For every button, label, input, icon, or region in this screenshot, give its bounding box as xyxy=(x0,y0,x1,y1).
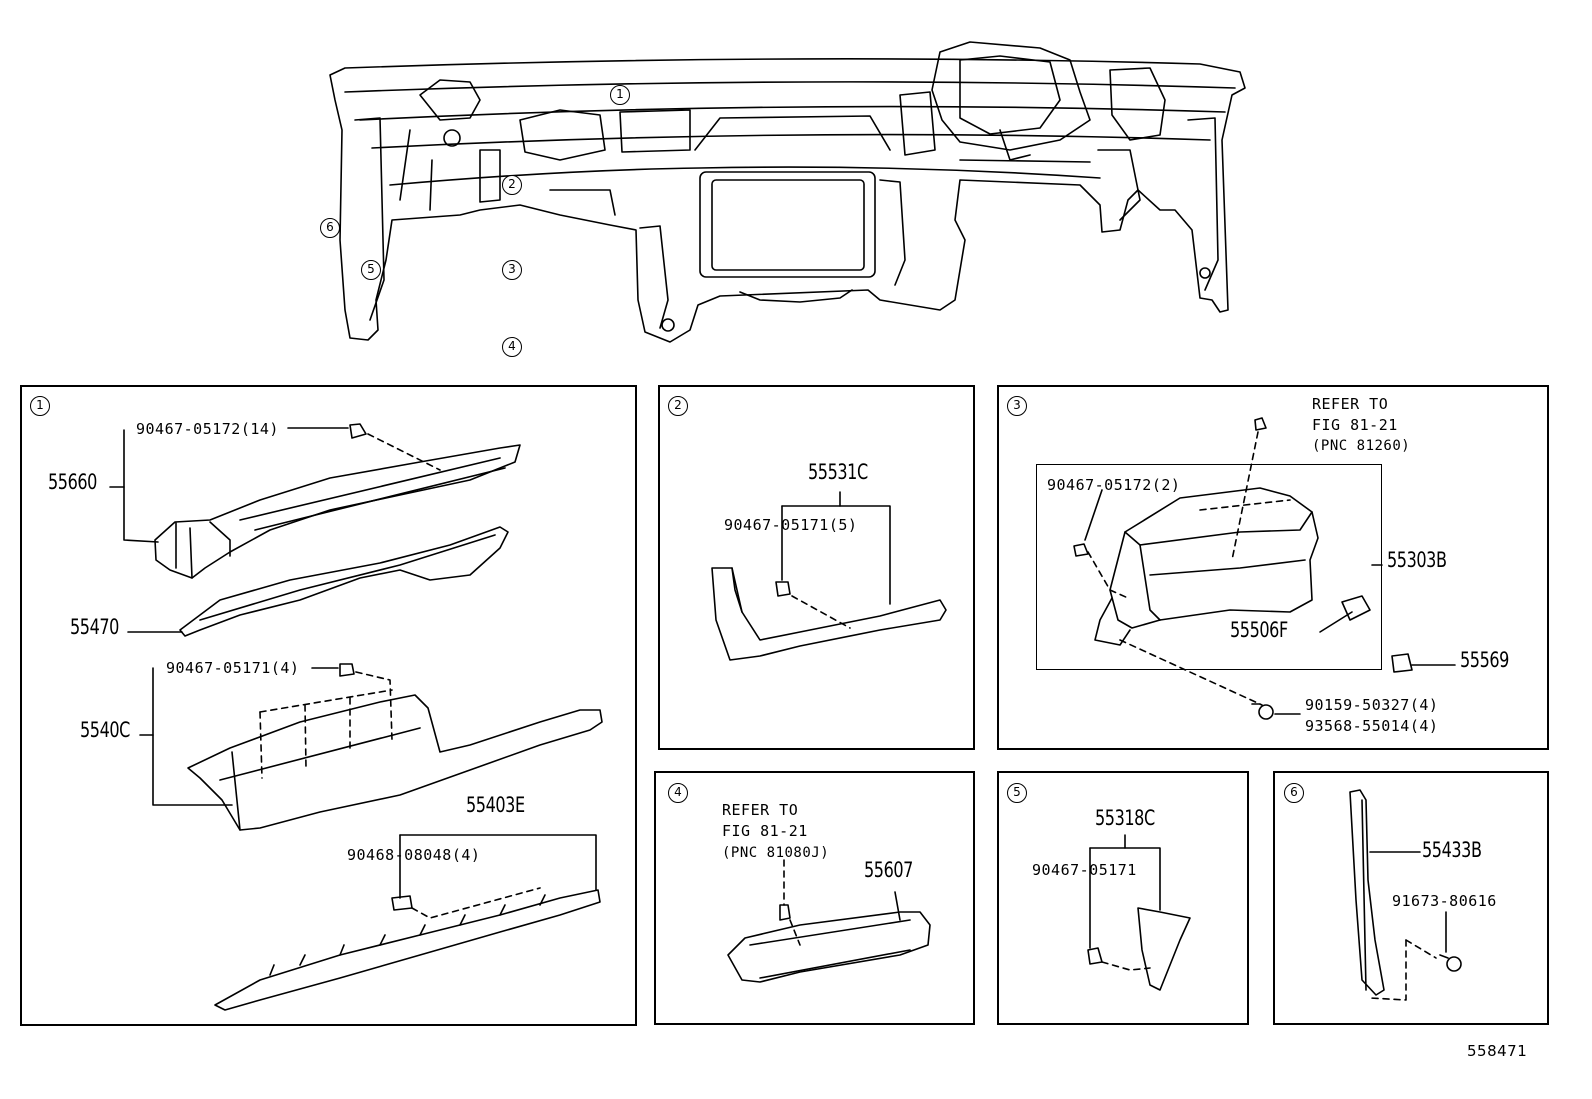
panel-3-drawings xyxy=(1073,417,1456,720)
panel-4-index: 4 xyxy=(668,783,688,803)
label-55506F: 55506F xyxy=(1230,618,1288,642)
panel-3-index: 3 xyxy=(1007,396,1027,416)
panel-1 xyxy=(20,385,637,1026)
label-55531C: 55531C xyxy=(808,460,868,484)
callout-3: 3 xyxy=(502,260,522,280)
label-90467-05171-5: 90467-05171(5) xyxy=(724,516,858,534)
refer-to-line-1: REFER TO xyxy=(722,801,799,819)
callout-4: 4 xyxy=(502,337,522,357)
label-90159-50327-4: 90159-50327(4) xyxy=(1305,696,1439,714)
refer-to-line-2: FIG 81-21 xyxy=(722,822,808,840)
label-90467-05171: 90467-05171 xyxy=(1032,861,1137,879)
callout-1: 1 xyxy=(610,85,630,105)
panel-4-drawings xyxy=(727,859,931,983)
callout-5: 5 xyxy=(361,260,381,280)
label-55569: 55569 xyxy=(1460,648,1509,672)
label-55470: 55470 xyxy=(70,615,119,639)
panel-5 xyxy=(997,771,1249,1025)
label-55318C: 55318C xyxy=(1095,806,1155,830)
panel-2-drawings xyxy=(711,491,947,661)
panel-6-index: 6 xyxy=(1284,783,1304,803)
refer-to-line-2: FIG 81-21 xyxy=(1312,416,1398,434)
panel-2 xyxy=(658,385,975,750)
drawing-number: 558471 xyxy=(1467,1042,1528,1060)
label-93568-55014-4: 93568-55014(4) xyxy=(1305,717,1439,735)
label-55660: 55660 xyxy=(48,470,97,494)
refer-to-line-1: REFER TO xyxy=(1312,395,1389,413)
panel-2-index: 2 xyxy=(668,396,688,416)
refer-to-line-3: (PNC 81260) xyxy=(1312,438,1411,454)
label-5540C: 5540C xyxy=(80,718,130,742)
label-55303B: 55303B xyxy=(1387,548,1447,572)
label-90467-05172-14: 90467-05172(14) xyxy=(136,420,279,438)
label-55403E: 55403E xyxy=(466,793,525,817)
callout-2: 2 xyxy=(502,175,522,195)
panel-1-index: 1 xyxy=(30,396,50,416)
panel-3-inner-frame xyxy=(1036,464,1382,670)
label-55607: 55607 xyxy=(864,858,913,882)
label-55433B: 55433B xyxy=(1422,838,1482,862)
label-90467-05172-2: 90467-05172(2) xyxy=(1047,476,1181,494)
panel-1-drawings xyxy=(109,423,603,1011)
refer-to-line-3: (PNC 81080J) xyxy=(722,845,830,861)
panel-3 xyxy=(997,385,1549,750)
label-90468-08048-4: 90468-08048(4) xyxy=(347,846,481,864)
panel-6-drawings xyxy=(1349,789,1462,1001)
panel-4 xyxy=(654,771,975,1025)
label-91673-80616: 91673-80616 xyxy=(1392,892,1497,910)
panel-5-index: 5 xyxy=(1007,783,1027,803)
callout-6: 6 xyxy=(320,218,340,238)
label-90467-05171-4: 90467-05171(4) xyxy=(166,659,300,677)
panel-6 xyxy=(1273,771,1549,1025)
panel-5-drawings xyxy=(1087,834,1191,991)
instrument-panel-reinforcement-drawing xyxy=(329,41,1246,343)
